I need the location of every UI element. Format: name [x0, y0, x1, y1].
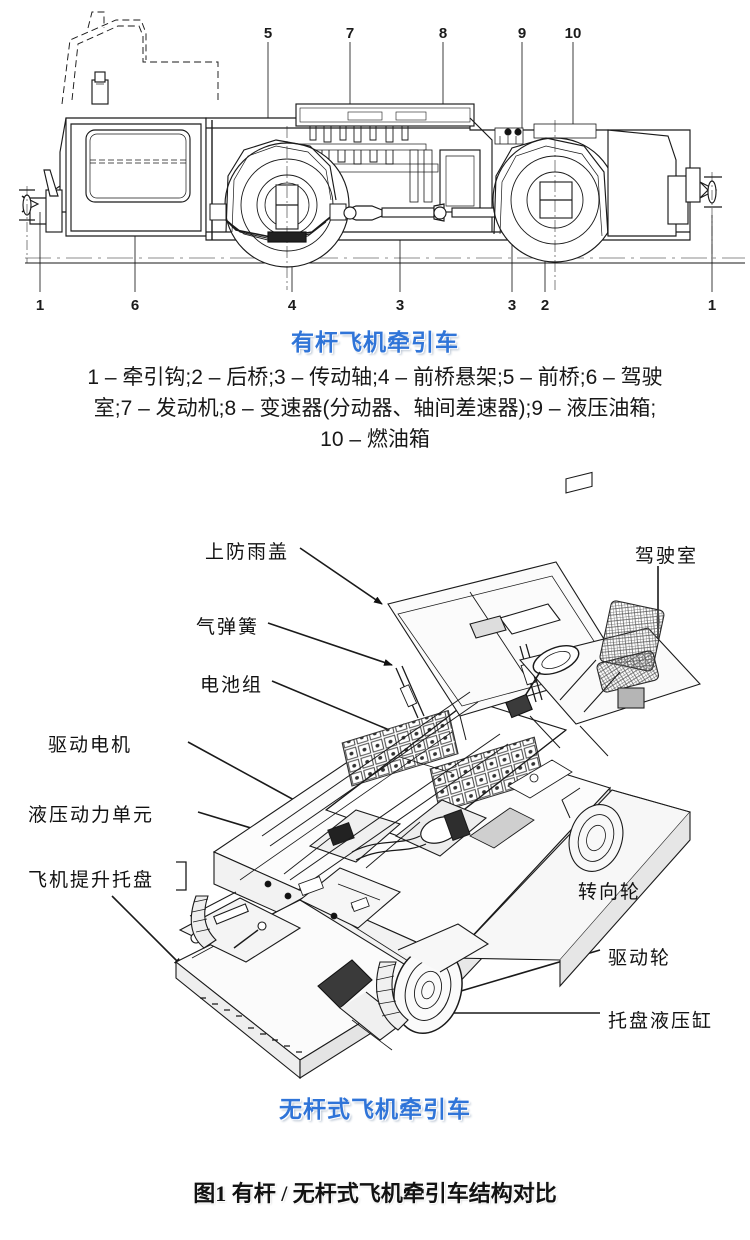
label-hydraulic-power-unit: 液压动力单元: [28, 805, 155, 826]
label-battery-pack: 电池组: [200, 675, 264, 696]
deck-details: [264, 759, 573, 920]
callout-num-9: 9: [517, 25, 527, 42]
bottom-diagram-title: 无杆式飞机牵引车: [279, 1096, 471, 1122]
label-drive-wheel: 驱动轮: [608, 948, 672, 969]
label-tray-hydraulic-cylinder: 托盘液压缸: [608, 1011, 714, 1032]
label-driver-cab: 驾驶室: [635, 546, 699, 567]
figure-caption: 图1 有杆 / 无杆式飞机牵引车结构对比: [193, 1181, 557, 1206]
callout-num-3a: 3: [395, 297, 405, 314]
tow-hook-rear: [607, 129, 722, 263]
label-drive-motor: 驱动电机: [48, 735, 133, 756]
callout-num-3b: 3: [507, 297, 517, 314]
engine-block: [289, 103, 493, 232]
tow-hook-front: [19, 169, 63, 263]
aircraft-lift-tray: [174, 867, 432, 1080]
rear-frame: [450, 789, 691, 988]
label-aircraft-lift-tray: 飞机提升托盘: [28, 870, 155, 891]
rear-wheel-assembly: [492, 120, 618, 290]
cab-tilt-outline: [61, 11, 219, 105]
callout-num-8: 8: [438, 25, 448, 42]
steering-wheel-front: [561, 787, 624, 872]
callout-num-1-left: 1: [35, 297, 45, 314]
callout-num-5: 5: [263, 25, 273, 42]
top-diagram-title: 有杆飞机牵引车: [291, 329, 459, 355]
top-diagram-legend-line-1: 1 – 牵引钩;2 – 后桥;3 – 传动轴;4 – 前桥悬架;5 – 前桥;6…: [87, 366, 663, 389]
tray-hydraulic-cylinder: [233, 929, 405, 1051]
tank-group: [494, 123, 597, 145]
callout-num-6: 6: [130, 297, 140, 314]
callout-num-2: 2: [540, 297, 550, 314]
frame-rails: [239, 691, 509, 891]
drive-wheel: [375, 923, 490, 1035]
callout-num-1-right: 1: [707, 297, 717, 314]
callout-num-7: 7: [345, 25, 355, 42]
front-wheel-assembly: [209, 126, 350, 290]
top-diagram-legend-line-2: 室;7 – 发动机;8 – 变速器(分动器、轴间差速器);9 – 液压油箱;: [93, 397, 657, 420]
callout-num-10: 10: [564, 25, 582, 42]
label-steering-wheel: 转向轮: [578, 882, 642, 903]
drive-shaft-front: [343, 203, 447, 222]
driver-cab: [469, 471, 701, 757]
label-upper-rain-cover: 上防雨盖: [205, 542, 290, 563]
callout-num-4: 4: [287, 297, 297, 314]
rear-wheel-left: [190, 895, 217, 949]
towbar-tractor-drawing: [19, 11, 745, 292]
towbarless-tractor-drawing: [111, 471, 701, 1080]
label-gas-spring: 气弹簧: [196, 617, 260, 638]
top-diagram-legend-line-3: 10 – 燃油箱: [320, 428, 430, 451]
gas-spring-group: [395, 643, 543, 719]
